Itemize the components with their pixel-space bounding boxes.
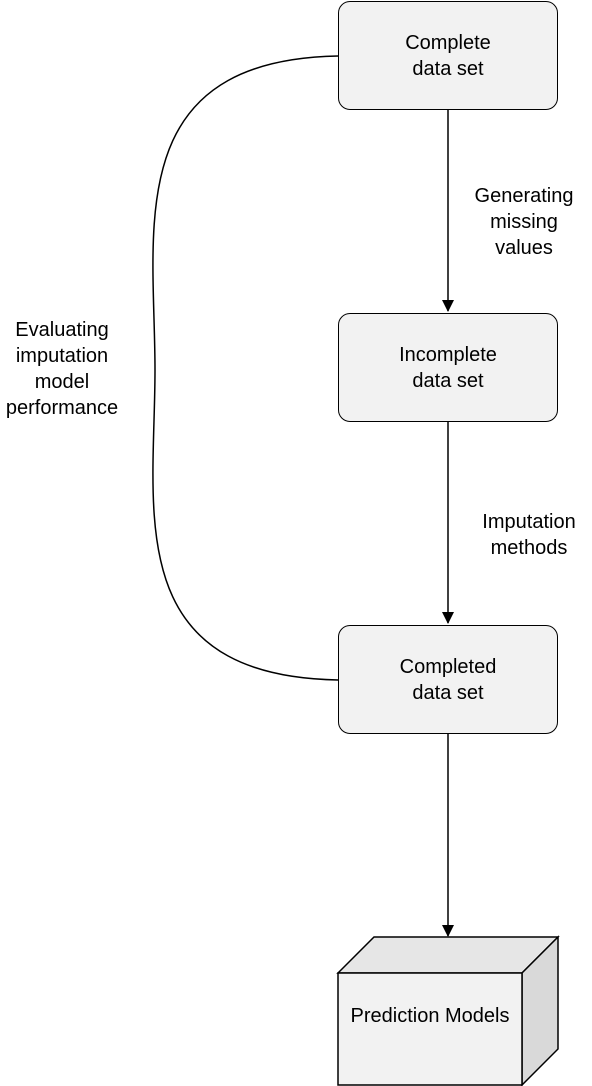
imputation-line1: Imputation [482,511,576,533]
generating-line1: Generating [474,185,574,207]
feedback-loop-curve [152,55,339,681]
cube-front-face [337,972,523,1086]
evaluating-line3: model [34,371,90,393]
complete-data-set-node: Complete data set [338,1,558,110]
completed-node-line2: data set [412,681,484,704]
prediction-models-label: Prediction Models [350,1005,510,1027]
evaluating-line1: Evaluating [15,319,109,341]
incomplete-node-line2: data set [412,369,484,392]
completed-data-set-node: Completed data set [338,625,558,734]
evaluating-line2: imputation [15,345,109,367]
prediction-models-cube [336,935,560,1086]
evaluating-line4: performance [5,397,119,419]
complete-node-line1: Complete [405,31,491,54]
generating-line3: values [495,237,553,259]
imputation-line2: methods [490,537,568,559]
generating-missing-values-label: Generating missing values [456,183,592,261]
completed-node-line1: Completed [399,655,497,678]
complete-node-line2: data set [412,57,484,80]
cube-top-face [336,936,560,974]
imputation-methods-label: Imputation methods [466,509,592,561]
incomplete-node-line1: Incomplete [399,343,497,366]
incomplete-data-set-node: Incomplete data set [338,313,558,422]
evaluating-imputation-performance-label: Evaluating imputation model performance [0,317,124,421]
generating-line2: missing [490,211,558,233]
